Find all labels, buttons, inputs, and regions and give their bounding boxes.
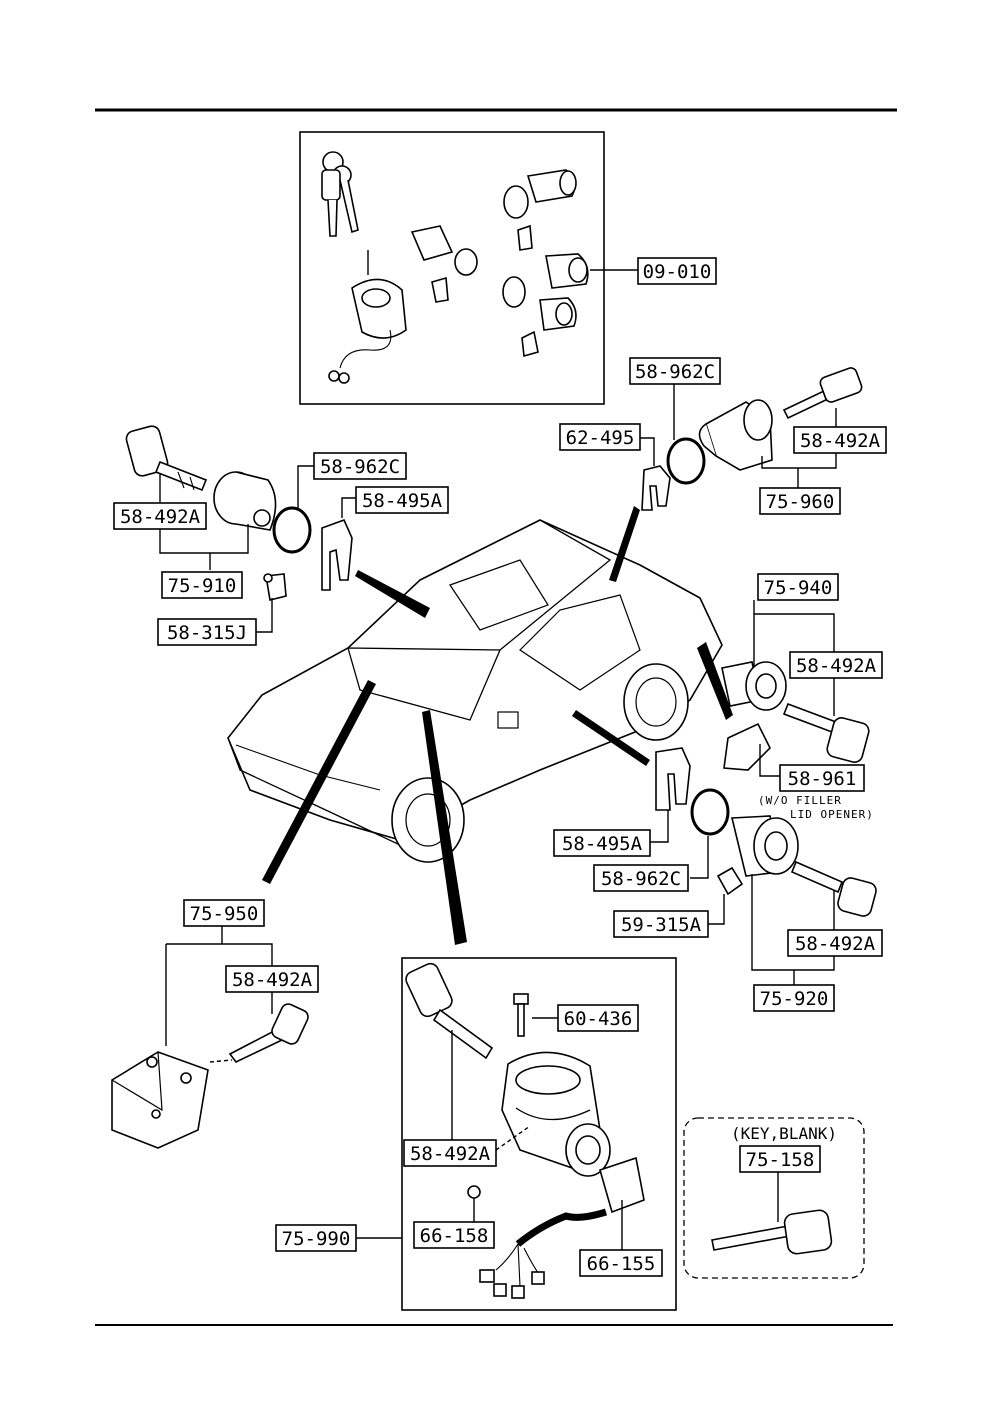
lock-kit-box <box>299 131 605 405</box>
callout-key-r-bot: 58-492A <box>787 929 883 957</box>
blank-key-box <box>683 1117 865 1279</box>
callout-key-l: 58-492A <box>113 502 207 530</box>
label-clip-l: 58-495A <box>362 490 443 512</box>
label-set-l: 75-910 <box>168 575 237 597</box>
callout-key-ign: 58-492A <box>403 1139 497 1167</box>
callout-clip-l: 58-495A <box>355 486 449 514</box>
ignition-key-icon <box>405 962 494 1060</box>
callout-bolt: 60-436 <box>557 1004 639 1032</box>
kit-keys-icon <box>321 151 359 237</box>
callout-set-r-mid: 75-940 <box>757 573 839 601</box>
label-ring-l: 58-962C <box>320 456 400 478</box>
label-clip-r-bot: 58-495A <box>562 833 643 855</box>
pointer-arrows <box>262 506 733 945</box>
callout-cap-l: 58-315J <box>157 618 257 646</box>
glove-leaders <box>165 926 273 1063</box>
label-key-glove: 58-492A <box>232 969 313 991</box>
right-mid-leaders <box>753 600 835 777</box>
label-key-l: 58-492A <box>120 506 201 528</box>
callout-clip-r-top: 62-495 <box>559 423 641 451</box>
label-bolt: 60-436 <box>564 1008 633 1030</box>
glove-key-icon <box>228 1003 309 1064</box>
kit-cylinder-3-icon <box>502 253 589 358</box>
right-mid-cylinder-icon <box>721 661 787 711</box>
car-body-illustration <box>227 519 723 863</box>
kit-cylinder-1-icon <box>410 225 478 303</box>
label-key-ign: 58-492A <box>410 1143 491 1165</box>
label-set-r-top: 75-960 <box>766 491 835 513</box>
note-key-blank: (KEY,BLANK) <box>731 1124 837 1143</box>
callout-ring-r-bot: 58-962C <box>593 864 689 892</box>
right-top-key-icon <box>782 367 863 420</box>
right-bottom-cylinder-icon <box>730 815 799 877</box>
callout-cap-r: 59-315A <box>613 910 709 938</box>
callout-cover-r: 58-961 <box>779 764 865 792</box>
left-cylinder-icon <box>213 471 277 531</box>
kit-cylinder-2-icon <box>503 169 577 251</box>
callout-set-r-top: 75-960 <box>759 487 841 515</box>
callout-set-glove: 75-950 <box>183 899 265 927</box>
callout-ring-l: 58-962C <box>313 452 407 480</box>
right-cover-icon <box>723 722 771 771</box>
ignition-leaders <box>356 1017 623 1250</box>
label-cap-r: 59-315A <box>621 914 702 936</box>
callout-clip-r-bot: 58-495A <box>553 829 651 857</box>
left-seal-ring-icon <box>272 506 312 554</box>
right-bottom-key-icon <box>790 860 877 917</box>
label-cover-r: 58-961 <box>788 768 857 790</box>
label-clip-r-top: 62-495 <box>566 427 635 449</box>
right-mid-key-icon <box>782 702 870 763</box>
label-set-ign: 75-990 <box>282 1228 351 1250</box>
label-key-r-top: 58-492A <box>800 430 881 452</box>
label-blank: 75-158 <box>746 1149 815 1171</box>
label-washer: 66-158 <box>420 1225 489 1247</box>
label-cap-l: 58-315J <box>167 622 247 644</box>
callout-kit: 09-010 <box>637 257 717 285</box>
bolt-icon <box>513 993 529 1037</box>
blank-key-icon <box>711 1209 833 1255</box>
note-lid-opener: LID OPENER) <box>790 808 874 821</box>
label-ring-r-top: 58-962C <box>635 361 715 383</box>
left-key-icon <box>125 425 208 492</box>
callout-set-l: 75-910 <box>161 571 243 599</box>
right-top-leaders <box>640 384 837 488</box>
right-bottom-clip-icon <box>655 747 691 811</box>
right-bottom-seal-ring-icon <box>690 788 730 836</box>
right-top-seal-ring-icon <box>666 437 706 485</box>
right-bottom-leaders <box>650 810 835 985</box>
callout-blank: 75-158 <box>739 1145 821 1173</box>
callout-key-glove: 58-492A <box>225 965 319 993</box>
callout-ring-r-top: 58-962C <box>629 357 721 385</box>
label-key-r-mid: 58-492A <box>796 655 877 677</box>
label-ring-r-bot: 58-962C <box>601 868 681 890</box>
right-top-clip-icon <box>641 465 671 511</box>
label-switch: 66-155 <box>587 1253 656 1275</box>
note-wo-filler: (W/O FILLER <box>758 794 842 807</box>
washer-icon <box>467 1185 481 1199</box>
right-bottom-cap-icon <box>716 866 744 896</box>
kit-ignition-icon <box>328 250 407 384</box>
left-cap-icon <box>263 573 287 601</box>
left-retainer-clip-icon <box>321 518 353 591</box>
right-top-cylinder-icon <box>698 399 773 471</box>
label-set-r-bot: 75-920 <box>760 988 829 1010</box>
callout-key-r-top: 58-492A <box>793 426 887 454</box>
callout-switch: 66-155 <box>579 1249 663 1277</box>
callout-set-ign: 75-990 <box>275 1224 357 1252</box>
glove-box-lock-icon <box>111 1051 209 1149</box>
switch-harness-icon <box>479 1156 645 1299</box>
label-set-r-mid: 75-940 <box>764 577 833 599</box>
label-kit: 09-010 <box>643 261 712 283</box>
callout-key-r-mid: 58-492A <box>789 651 883 679</box>
callout-set-r-bot: 75-920 <box>753 984 835 1012</box>
label-set-glove: 75-950 <box>190 903 259 925</box>
label-key-r-bot: 58-492A <box>795 933 876 955</box>
left-upper-leaders <box>159 465 356 633</box>
ignition-box <box>401 957 677 1311</box>
callout-washer: 66-158 <box>413 1221 495 1249</box>
steering-lock-icon <box>501 1051 611 1177</box>
